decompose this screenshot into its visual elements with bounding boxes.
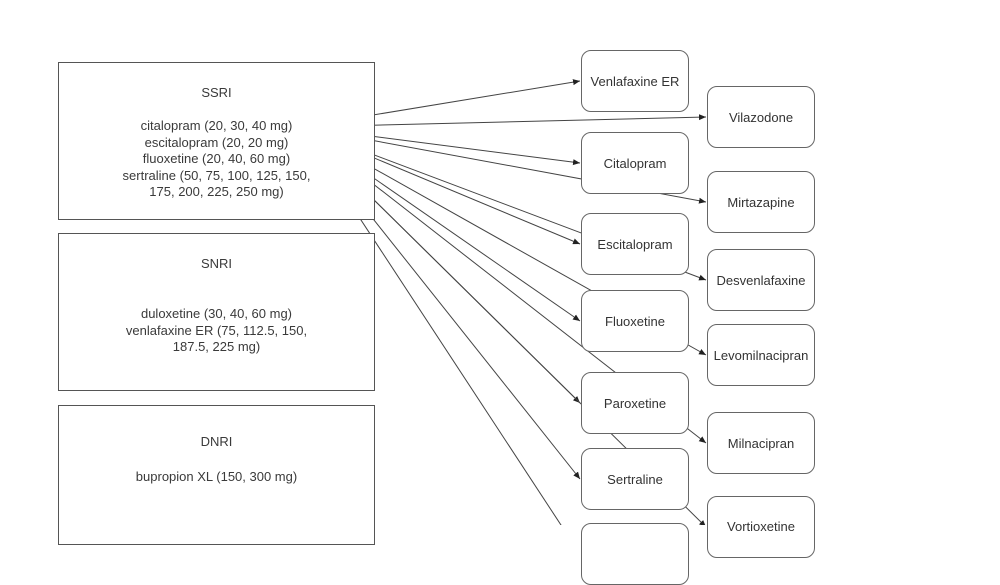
class-line: citalopram (20, 30, 40 mg)	[140, 118, 293, 133]
node-citalopram[interactable]: Citalopram	[581, 132, 689, 194]
class-title-snri: SNRI	[200, 256, 233, 271]
class-line: venlafaxine ER (75, 112.5, 150,	[125, 322, 308, 338]
node-paroxetine[interactable]: Paroxetine	[581, 372, 689, 434]
node-vortioxetine[interactable]: Vortioxetine	[707, 496, 815, 558]
node-fluoxetine[interactable]: Fluoxetine	[581, 290, 689, 352]
class-box-dnri[interactable]: DNRI bupropion XL (150, 300 mg)	[58, 405, 375, 545]
class-line: bupropion XL (150, 300 mg)	[135, 469, 298, 484]
class-line: 175, 200, 225, 250 mg)	[149, 184, 284, 199]
class-body-dnri: bupropion XL (150, 300 mg)	[59, 469, 374, 486]
node-levomilnacipran[interactable]: Levomilnacipran	[707, 324, 815, 386]
node-escitalopram[interactable]: Escitalopram	[581, 213, 689, 275]
node-venlafaxine-er[interactable]: Venlafaxine ER	[581, 50, 689, 112]
class-line: escitalopram (20, 20 mg)	[144, 134, 289, 150]
class-line: fluoxetine (20, 40, 60 mg)	[142, 151, 291, 166]
class-title-ssri: SSRI	[201, 85, 232, 100]
class-line: sertraline (50, 75, 100, 125, 150,	[122, 167, 311, 183]
class-body-snri: duloxetine (30, 40, 60 mg) venlafaxine E…	[59, 306, 374, 356]
class-line: duloxetine (30, 40, 60 mg)	[140, 306, 293, 321]
node-milnacipran[interactable]: Milnacipran	[707, 412, 815, 474]
node-sertraline[interactable]: Sertraline	[581, 448, 689, 510]
class-body-ssri: citalopram (20, 30, 40 mg) escitalopram …	[59, 118, 374, 201]
class-title-dnri: DNRI	[200, 434, 233, 449]
class-box-snri[interactable]: SNRI duloxetine (30, 40, 60 mg) venlafax…	[58, 233, 375, 391]
class-box-ssri[interactable]: SSRI citalopram (20, 30, 40 mg) escitalo…	[58, 62, 375, 220]
node-mirtazapine[interactable]: Mirtazapine	[707, 171, 815, 233]
node-bottom-node[interactable]	[581, 523, 689, 585]
node-vilazodone[interactable]: Vilazodone	[707, 86, 815, 148]
class-line: 187.5, 225 mg)	[172, 339, 261, 354]
node-desvenlafaxine[interactable]: Desvenlafaxine	[707, 249, 815, 311]
